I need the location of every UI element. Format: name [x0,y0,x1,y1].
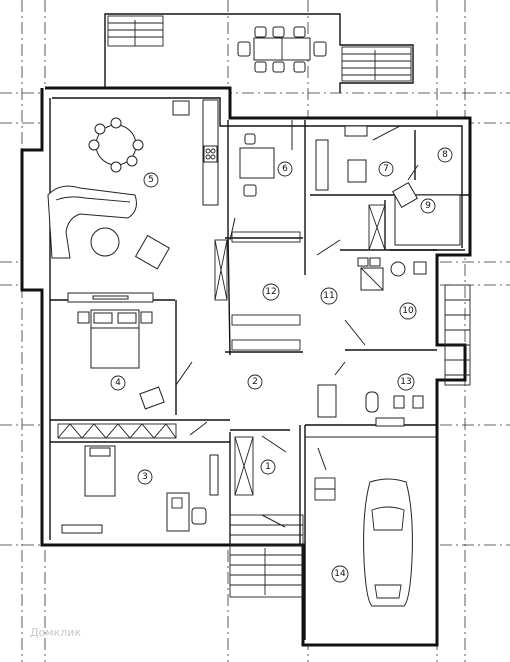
bedroom-furniture [67,292,193,410]
svg-text:11: 11 [323,291,334,301]
svg-text:14: 14 [334,569,346,579]
room-label-2: 2 [247,374,263,390]
svg-text:10: 10 [402,306,414,316]
room-label-5: 5 [143,172,159,188]
garage-car [305,436,437,607]
svg-text:6: 6 [282,164,288,174]
room-label-14: 14 [331,565,349,583]
exterior-walls [20,86,472,647]
room-label-3: 3 [137,469,153,485]
room-labels: 1 2 3 4 5 6 7 8 9 10 11 12 13 14 [110,147,453,583]
room-label-12: 12 [262,283,280,301]
svg-text:4: 4 [115,378,121,388]
door-swings [189,239,341,528]
terrace [104,13,414,93]
svg-text:7: 7 [383,164,389,174]
svg-text:3: 3 [142,472,148,482]
svg-text:8: 8 [442,150,448,160]
room-label-7: 7 [378,161,394,177]
room-label-10: 10 [399,302,417,320]
living-furniture [47,99,219,270]
svg-text:9: 9 [425,201,431,211]
wardrobes [57,204,386,496]
room-label-13: 13 [397,373,415,391]
svg-text:1: 1 [265,462,271,472]
room10-furniture [344,257,427,346]
room6-furniture [229,133,275,241]
watermark: Домклик [30,626,81,639]
svg-text:5: 5 [148,175,154,185]
room-label-11: 11 [320,287,338,305]
room-label-8: 8 [437,147,453,163]
svg-text:2: 2 [252,377,258,387]
svg-text:12: 12 [265,287,276,297]
room-label-9: 9 [420,198,436,214]
stairs [229,284,471,598]
bathroom-fixtures [317,361,424,427]
svg-text:13: 13 [400,377,411,387]
room-label-4: 4 [110,375,126,391]
room3-furniture [61,445,219,534]
interior-walls [50,120,470,640]
room-label-6: 6 [277,161,293,177]
room-label-1: 1 [260,459,276,475]
